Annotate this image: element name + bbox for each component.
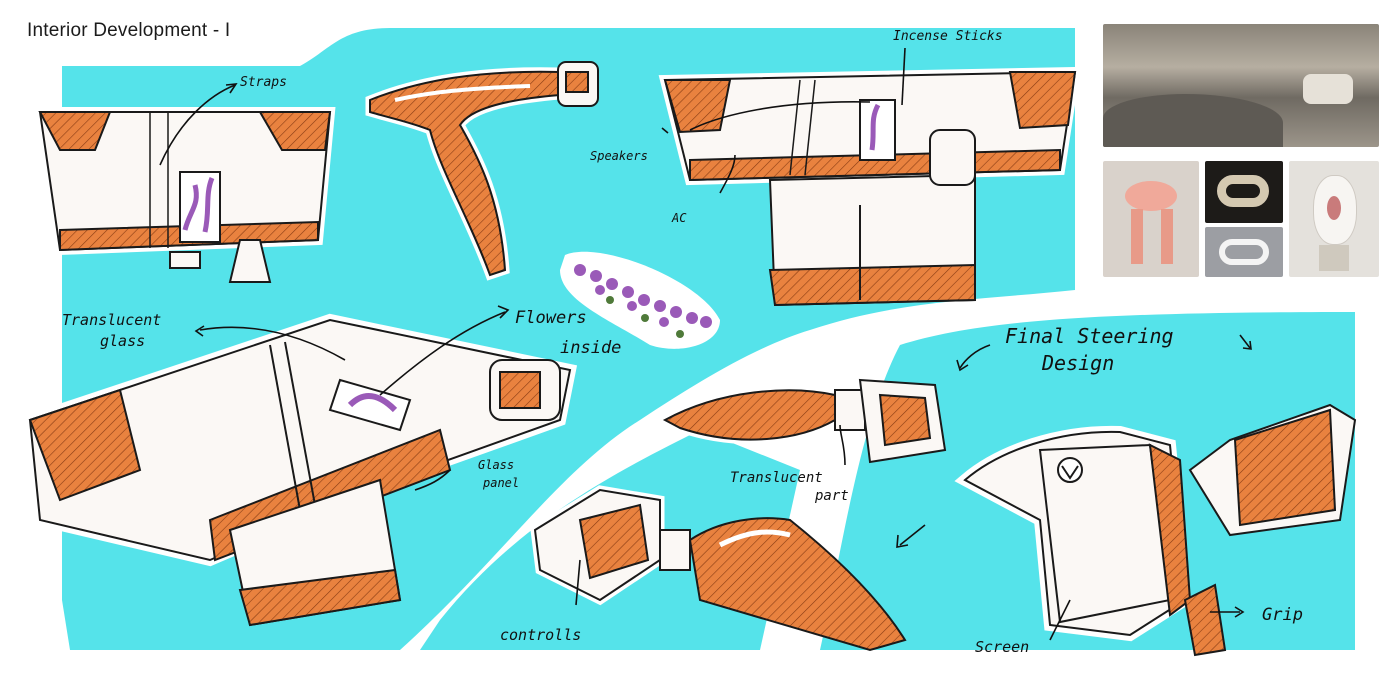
label-final-steering-1: Final Steering (1005, 324, 1174, 348)
annotations: Straps Incense Sticks Speakers AC Transl… (62, 29, 1303, 656)
label-translucent-glass-2: glass (100, 332, 145, 350)
dashboard-sketch-top-left (34, 107, 336, 283)
label-speakers: Speakers (590, 149, 648, 163)
dashboard-sketch-top-right (658, 66, 1081, 307)
steering-sketch-middle (655, 378, 947, 464)
steering-sketch-final (954, 403, 1357, 657)
car-interior-photo-icon (1103, 24, 1379, 147)
flower-lamp-photo-icon (1289, 161, 1379, 277)
label-ac: AC (671, 211, 687, 225)
page-title: Interior Development - I (27, 20, 231, 41)
dashboard-sketch-main (23, 313, 578, 627)
white-ribbon-photo-icon (1205, 227, 1283, 277)
label-glass-panel-1: Glass (478, 458, 514, 472)
label-final-steering-2: Design (1041, 351, 1114, 375)
label-controlls: controlls (500, 626, 581, 644)
label-translucent-part-1: Translucent (730, 470, 823, 486)
lavender-cutout (560, 251, 720, 349)
steering-sketch-top (365, 61, 599, 281)
steering-sketch-bottom (530, 485, 907, 652)
label-grip: Grip (1262, 605, 1303, 625)
label-translucent-glass-1: Translucent (62, 311, 161, 329)
label-flowers-2: inside (560, 338, 621, 358)
translucent-chair-photo-icon (1103, 161, 1199, 277)
label-flowers-1: Flowers (515, 308, 587, 328)
label-translucent-part-2: part (814, 488, 849, 504)
label-glass-panel-2: panel (482, 476, 519, 490)
annotation-arrows (159, 47, 1252, 641)
stone-loop-photo-icon (1205, 161, 1283, 223)
label-incense-sticks: Incense Sticks (893, 29, 1003, 44)
label-screen: Screen (975, 638, 1029, 656)
label-straps: Straps (240, 75, 287, 90)
